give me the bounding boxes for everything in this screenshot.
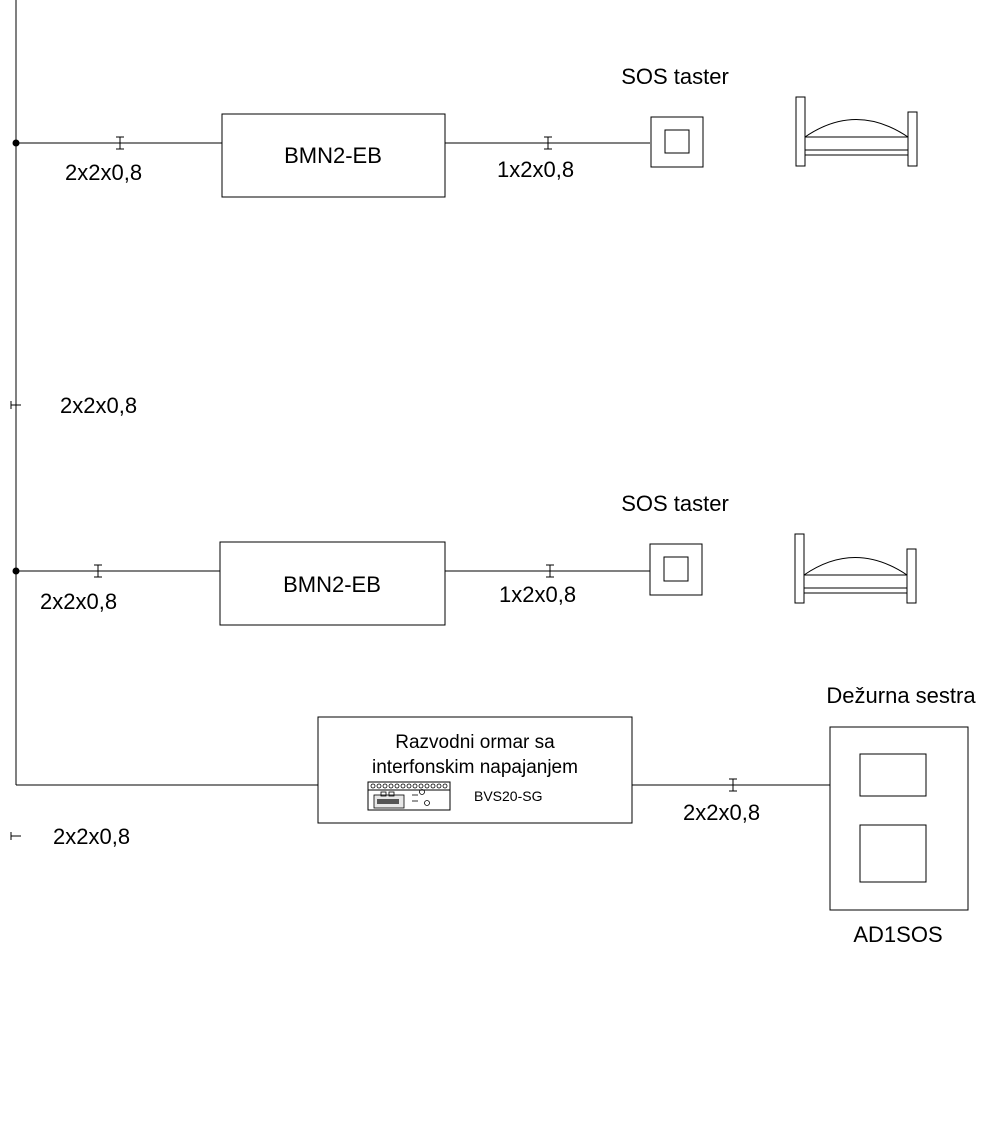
row1-left-tick <box>116 136 124 150</box>
row2-sos-label: SOS taster <box>621 491 729 516</box>
sos-button-icon[interactable] <box>650 116 704 168</box>
nurse-cable-tick <box>729 778 737 792</box>
nurse-cable-label: 2x2x0,8 <box>683 800 760 825</box>
row-1: 2x2x0,8 BMN2-EB 1x2x0,8 SOS taster <box>16 64 918 198</box>
row-2: 2x2x0,8 BMN2-EB 1x2x0,8 SOS taster <box>16 491 917 626</box>
riser-tick-2 <box>10 832 21 840</box>
power-supply-icon <box>367 781 451 811</box>
row1-module-box[interactable] <box>221 113 446 198</box>
row2-left-cable-label: 2x2x0,8 <box>40 589 117 614</box>
row2-left-tick <box>94 564 102 578</box>
riser-tick-1 <box>10 401 21 409</box>
cabinet-title-line2: interfonskim napajanjem <box>372 757 578 778</box>
nurse-station-model: AD1SOS <box>853 922 942 947</box>
row1-right-cable-label: 1x2x0,8 <box>497 157 574 182</box>
row2-module-box[interactable] <box>219 541 446 626</box>
nurse-station: Dežurna sestra AD1SOS <box>826 683 976 947</box>
row1-right-tick <box>544 136 552 150</box>
row1-sos-label: SOS taster <box>621 64 729 89</box>
row2-module-label: BMN2-EB <box>283 572 381 597</box>
nurse-station-panel[interactable] <box>829 726 969 911</box>
riser-cable-label-2: 2x2x0,8 <box>53 824 130 849</box>
cabinet-title-line1: Razvodni ormar sa <box>395 732 555 753</box>
riser-cable-label-1: 2x2x0,8 <box>60 393 137 418</box>
cabinet-module-label: BVS20-SG <box>474 788 542 804</box>
row1-module-label: BMN2-EB <box>284 143 382 168</box>
row1-left-cable-label: 2x2x0,8 <box>65 160 142 185</box>
bed-icon <box>794 533 917 604</box>
row2-right-cable-label: 1x2x0,8 <box>499 582 576 607</box>
cabinet: Razvodni ormar sa interfonskim napajanje… <box>317 716 633 824</box>
sos-button-icon[interactable] <box>649 543 703 596</box>
nurse-station-title: Dežurna sestra <box>826 683 976 708</box>
bed-icon <box>795 96 918 167</box>
row2-right-tick <box>546 564 554 578</box>
